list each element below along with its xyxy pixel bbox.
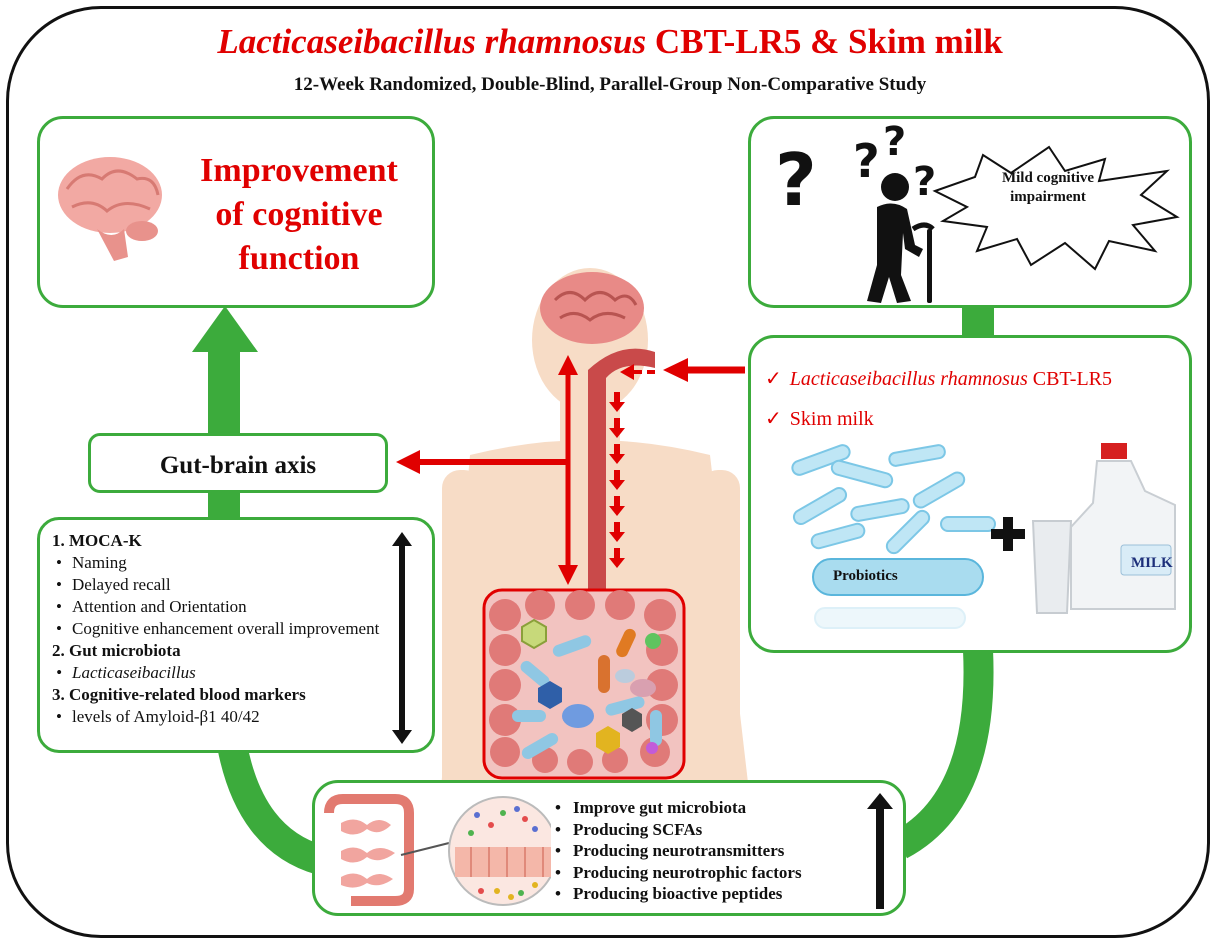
results-item-naming: Naming [52,552,392,574]
probiotics-capsules-icon [791,444,996,629]
colon-icon [324,794,414,906]
bacteria-shapes [512,618,662,759]
outer-rounded-frame [6,6,1210,938]
question-marks-icon: ? ? ? ? [775,125,936,222]
gut-panel [482,588,686,780]
svg-text:?: ? [883,125,906,165]
mechanisms-box: Improve gut microbiota Producing SCFAs P… [312,780,906,916]
results-item-lacticaseibacillus: Lacticaseibacillus [52,662,392,684]
elderly-mci-illustration: ? ? ? ? [775,125,1180,303]
outcome-line-1: Improvement [200,152,398,189]
microbiota-icon [448,796,551,906]
results-section-2-title: 2. Gut microbiota [52,641,181,660]
up-arrow-icon [867,793,893,909]
study-design-subtitle: 12-Week Randomized, Double-Blind, Parall… [293,74,927,95]
intervention-item-1-species: Lacticaseibacillus rhamnosus [789,368,1028,390]
gut-microbiota-illustration [324,794,551,906]
checkmark-icon: ✓ [765,408,782,430]
outcome-line-3: function [238,240,360,277]
milk-label: MILK [1131,555,1173,571]
intervention-item-1: ✓ Lacticaseibacillus rhamnosus CBT-LR5 [765,366,1112,391]
intervention-item-2-label: Skim milk [789,408,874,430]
green-bottom-right-curve [892,649,994,859]
probiotics-label: Probiotics [833,568,898,584]
brain-icon [58,157,162,261]
elderly-person-icon [867,173,935,303]
results-item-delayed-recall: Delayed recall [52,574,392,596]
esophagus-shape [588,348,655,600]
mechanism-item-5: Producing bioactive peptides [553,883,853,905]
diagram-title: Lacticaseibacillus rhamnosus CBT-LR5 & S… [0,22,1220,62]
probiotics-milk-illustration [791,443,1176,629]
speech-burst-shape [932,145,1180,271]
intervention-item-1-strain: CBT-LR5 [1027,368,1113,390]
bubble-line-1: Mild cognitive [1001,170,1095,186]
checkmark-icon: ✓ [765,368,782,390]
bubble-line-2: impairment [1010,189,1086,205]
green-cycle-arrows [192,300,994,875]
green-up-arrowhead [192,306,258,352]
mechanism-item-4: Producing neurotrophic factors [553,862,853,884]
gut-brain-axis-box: Gut-brain axis [88,433,388,493]
mechanism-item-3: Producing neurotransmitters [553,840,853,862]
red-arrows [396,355,745,585]
condition-box: ? ? ? ? Mild cognitive impairment [748,116,1192,308]
svg-text:?: ? [775,138,817,222]
gut-brain-axis-label: Gut-brain axis [159,452,317,479]
plus-icon [991,517,1025,551]
results-box: 1. MOCA-K Naming Delayed recall Attentio… [37,517,435,753]
results-section-1-title: 1. MOCA-K [52,531,142,550]
results-item-amyloid: levels of Amyloid-β1 40/42 [52,706,392,728]
results-item-attention: Attention and Orientation [52,596,392,618]
title-species: Lacticaseibacillus rhamnosus [217,22,647,61]
green-bottom-left-curve [217,742,325,875]
results-section-3-title: 3. Cognitive-related blood markers [52,685,306,704]
glass-icon [1031,520,1073,614]
double-arrow-icon [392,532,412,744]
svg-text:?: ? [913,159,936,205]
intervention-box: ✓ Lacticaseibacillus rhamnosus CBT-LR5 ✓ S… [748,335,1192,653]
results-item-overall: Cognitive enhancement overall improvemen… [52,618,392,640]
head-brain-icon [540,272,644,344]
outcome-line-2: of cognitive [215,196,383,233]
intervention-item-2: ✓ Skim milk [765,406,874,431]
mechanism-item-2: Producing SCFAs [553,819,853,841]
mechanism-item-1: Improve gut microbiota [553,797,853,819]
milk-jug-icon [1070,443,1176,610]
outcome-box: Improvement of cognitive function [37,116,435,308]
title-rest: CBT-LR5 & Skim milk [646,22,1003,61]
svg-text:?: ? [853,134,880,188]
